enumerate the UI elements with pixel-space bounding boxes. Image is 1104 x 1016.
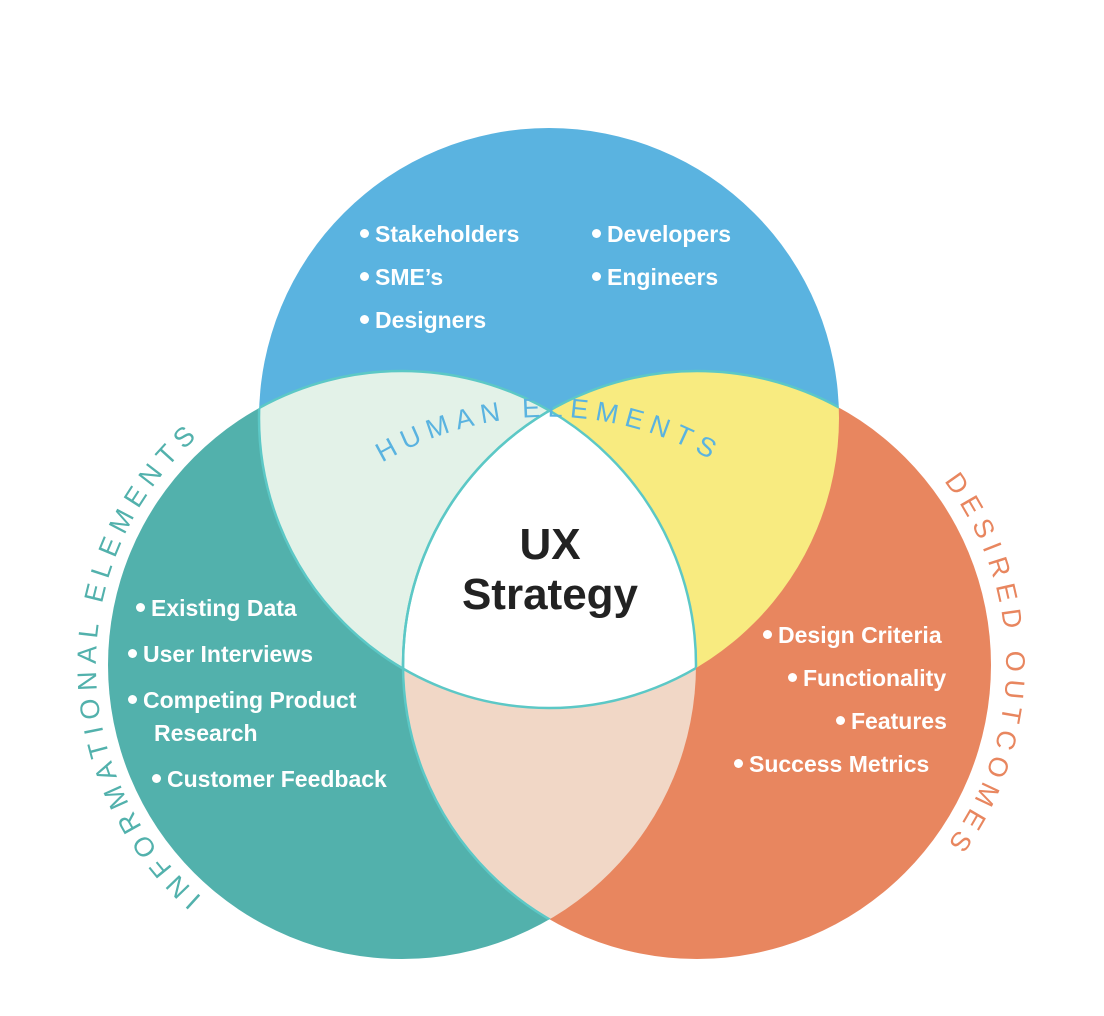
center-title-line2: Strategy: [461, 570, 639, 619]
outcome-item: Features: [836, 707, 947, 735]
informational-item: User Interviews: [128, 640, 313, 668]
bullet-icon: [360, 315, 369, 325]
human-item: Developers: [592, 220, 731, 248]
informational-item: Competing Product: [128, 686, 356, 714]
bullet-icon: [763, 630, 772, 640]
bullet-icon: [152, 774, 161, 784]
bullet-icon: [592, 229, 601, 239]
item-text: Research: [154, 720, 258, 746]
bullet-icon: [788, 673, 797, 683]
item-text: Success Metrics: [749, 751, 930, 777]
human-item: Designers: [360, 306, 486, 334]
human-item: Stakeholders: [360, 220, 519, 248]
bullet-icon: [128, 695, 137, 705]
center-title: UX Strategy: [430, 520, 670, 620]
item-text: Competing Product: [143, 687, 357, 713]
item-text: Customer Feedback: [167, 766, 387, 792]
informational-item-continued: Research: [154, 719, 258, 747]
item-text: Engineers: [607, 264, 719, 290]
human-item: Engineers: [592, 263, 718, 291]
bullet-icon: [360, 272, 369, 282]
informational-item: Existing Data: [136, 594, 297, 622]
informational-item: Customer Feedback: [152, 765, 387, 793]
bullet-icon: [136, 603, 145, 613]
bullet-icon: [836, 716, 845, 726]
outcome-item: Design Criteria: [763, 621, 942, 649]
item-text: User Interviews: [143, 641, 314, 667]
outcome-item: Functionality: [788, 664, 946, 692]
human-item: SME’s: [360, 263, 443, 291]
item-text: Functionality: [803, 665, 947, 691]
item-text: Developers: [607, 221, 732, 247]
item-text: Existing Data: [151, 595, 297, 621]
bullet-icon: [592, 272, 601, 282]
item-text: Design Criteria: [778, 622, 942, 648]
center-region: [403, 371, 696, 708]
item-text: Features: [851, 708, 947, 734]
bullet-icon: [128, 649, 137, 659]
item-text: Stakeholders: [375, 221, 520, 247]
item-text: SME’s: [375, 264, 444, 290]
outcome-item: Success Metrics: [734, 750, 929, 778]
bullet-icon: [734, 759, 743, 769]
center-title-line1: UX: [519, 520, 581, 569]
bullet-icon: [360, 229, 369, 239]
item-text: Designers: [375, 307, 487, 333]
